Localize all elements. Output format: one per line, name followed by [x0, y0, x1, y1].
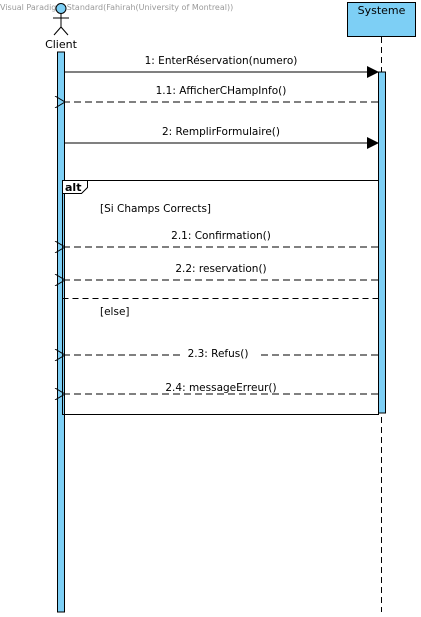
message-1-label: 1: EnterRéservation(numero): [145, 55, 298, 67]
system-label: Systeme: [358, 4, 406, 17]
watermark: Visual Paradigm Standard(Fahirah(Univers…: [0, 3, 233, 12]
message-2-2-label: 2.2: reservation(): [175, 263, 266, 275]
message-2-1[interactable]: 2.1: Confirmation(): [65, 230, 378, 247]
system-activation-bar: [378, 71, 386, 414]
alt-combined-fragment[interactable]: alt [Si Champs Corrects] [else]: [62, 180, 379, 415]
system-participant[interactable]: Systeme: [347, 2, 416, 37]
client-activation-bar: [57, 51, 65, 613]
alt-frame-border: [62, 180, 379, 415]
message-2-label: 2: RemplirFormulaire(): [162, 126, 280, 138]
message-2-2[interactable]: 2.2: reservation(): [65, 263, 378, 280]
message-2-3-label: 2.3: Refus(): [188, 348, 249, 360]
guard-condition-2: [else]: [100, 306, 130, 318]
guard-condition-1: [Si Champs Corrects]: [100, 203, 211, 215]
message-2[interactable]: 2: RemplirFormulaire(): [65, 126, 379, 149]
message-2-3[interactable]: 2.3: Refus(): [65, 346, 378, 360]
system-box: [347, 2, 416, 37]
message-2-4-label: 2.4: messageErreur(): [165, 382, 276, 394]
message-1-1-label: 1.1: AfficherCHampInfo(): [156, 85, 287, 97]
message-1-1[interactable]: 1.1: AfficherCHampInfo(): [65, 85, 378, 102]
message-2-4[interactable]: 2.4: messageErreur(): [65, 382, 378, 394]
message-2-3-label-bg: [181, 346, 261, 360]
alt-frame-tag-shape: [62, 180, 88, 194]
message-2-1-label: 2.1: Confirmation(): [171, 230, 271, 242]
message-1[interactable]: 1: EnterRéservation(numero): [65, 55, 379, 78]
client-label: Client: [45, 38, 78, 51]
stick-figure-actor-icon: [53, 3, 69, 36]
alt-frame-tag: alt: [65, 181, 81, 194]
client-actor[interactable]: Client: [45, 3, 78, 52]
